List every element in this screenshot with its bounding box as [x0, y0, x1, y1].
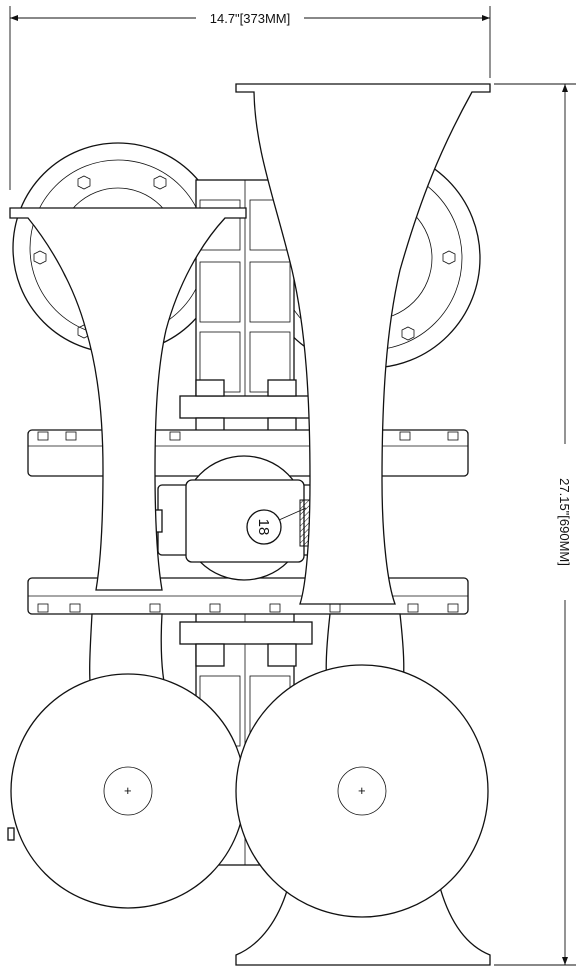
lower-flange-bar [27, 577, 469, 615]
width-dimension-lines [9, 6, 491, 190]
tall-right-horn [235, 83, 491, 605]
valve-block [151, 455, 339, 581]
lower-left-diaphragm-cap: + [10, 673, 246, 909]
short-left-horn [9, 207, 247, 591]
svg-text:+: + [124, 783, 132, 798]
bottom-trumpet-bell [235, 879, 491, 966]
part-number-label: 18 [255, 519, 272, 536]
lower-right-diaphragm-cap: + [235, 664, 489, 918]
svg-text:+: + [358, 783, 366, 798]
side-tab [7, 827, 15, 841]
part-callout [246, 507, 307, 545]
width-dimension-label: 14.7"[373MM] [210, 11, 291, 26]
height-dimension-label: 27.15"[690MM] [557, 478, 572, 566]
height-dimension-lines [494, 83, 576, 966]
